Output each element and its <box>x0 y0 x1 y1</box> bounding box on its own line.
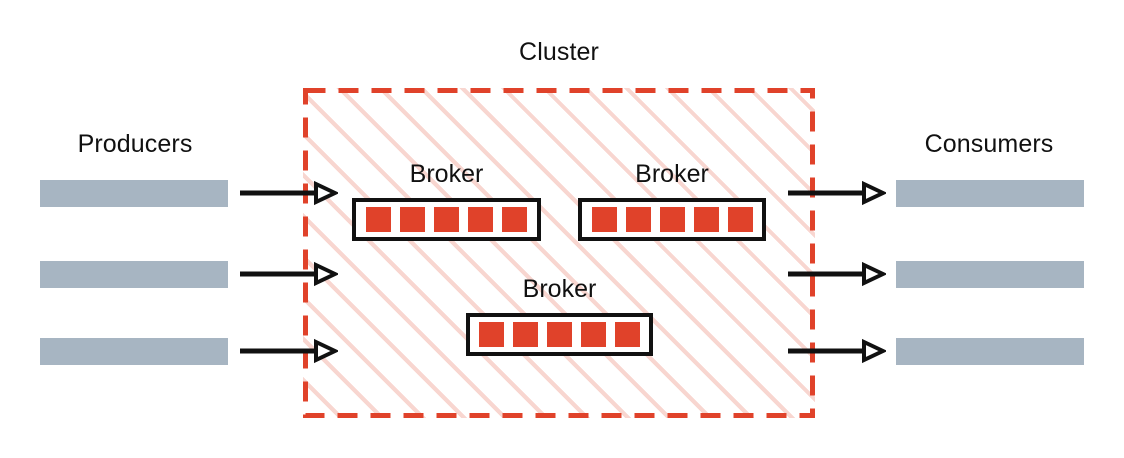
producer-bar-3[interactable] <box>40 338 228 365</box>
producer-arrow-3 <box>240 338 338 364</box>
partition <box>625 207 651 232</box>
consumer-arrow-2 <box>788 261 886 287</box>
producer-arrow-2 <box>240 261 338 287</box>
cluster-region <box>303 88 815 418</box>
broker-3-label: Broker <box>522 275 597 303</box>
consumer-bar-3[interactable] <box>896 338 1084 365</box>
broker-2-label: Broker <box>635 160 709 188</box>
partition <box>502 207 527 232</box>
producers-title: Producers <box>77 130 193 158</box>
partition <box>659 207 685 232</box>
broker-3-partitions <box>466 313 653 356</box>
cluster-hatch-pattern <box>303 88 815 418</box>
consumers-title: Consumers <box>924 130 1054 158</box>
broker-2-partitions <box>578 198 766 241</box>
partition <box>581 322 606 347</box>
broker-1-partitions <box>352 198 541 241</box>
partition <box>434 207 459 232</box>
consumer-arrow-1 <box>788 180 886 206</box>
consumer-arrow-3 <box>788 338 886 364</box>
consumer-bar-2[interactable] <box>896 261 1084 288</box>
producer-bar-1[interactable] <box>40 180 228 207</box>
partition <box>615 322 640 347</box>
producer-bar-2[interactable] <box>40 261 228 288</box>
partition <box>693 207 719 232</box>
partition <box>727 207 753 232</box>
partition <box>591 207 617 232</box>
broker-1-label: Broker <box>409 160 484 188</box>
partition <box>513 322 538 347</box>
partition <box>547 322 572 347</box>
cluster-title: Cluster <box>519 38 599 66</box>
partition <box>468 207 493 232</box>
partition <box>366 207 391 232</box>
producer-arrow-1 <box>240 180 338 206</box>
partition <box>479 322 504 347</box>
partition <box>400 207 425 232</box>
consumer-bar-1[interactable] <box>896 180 1084 207</box>
